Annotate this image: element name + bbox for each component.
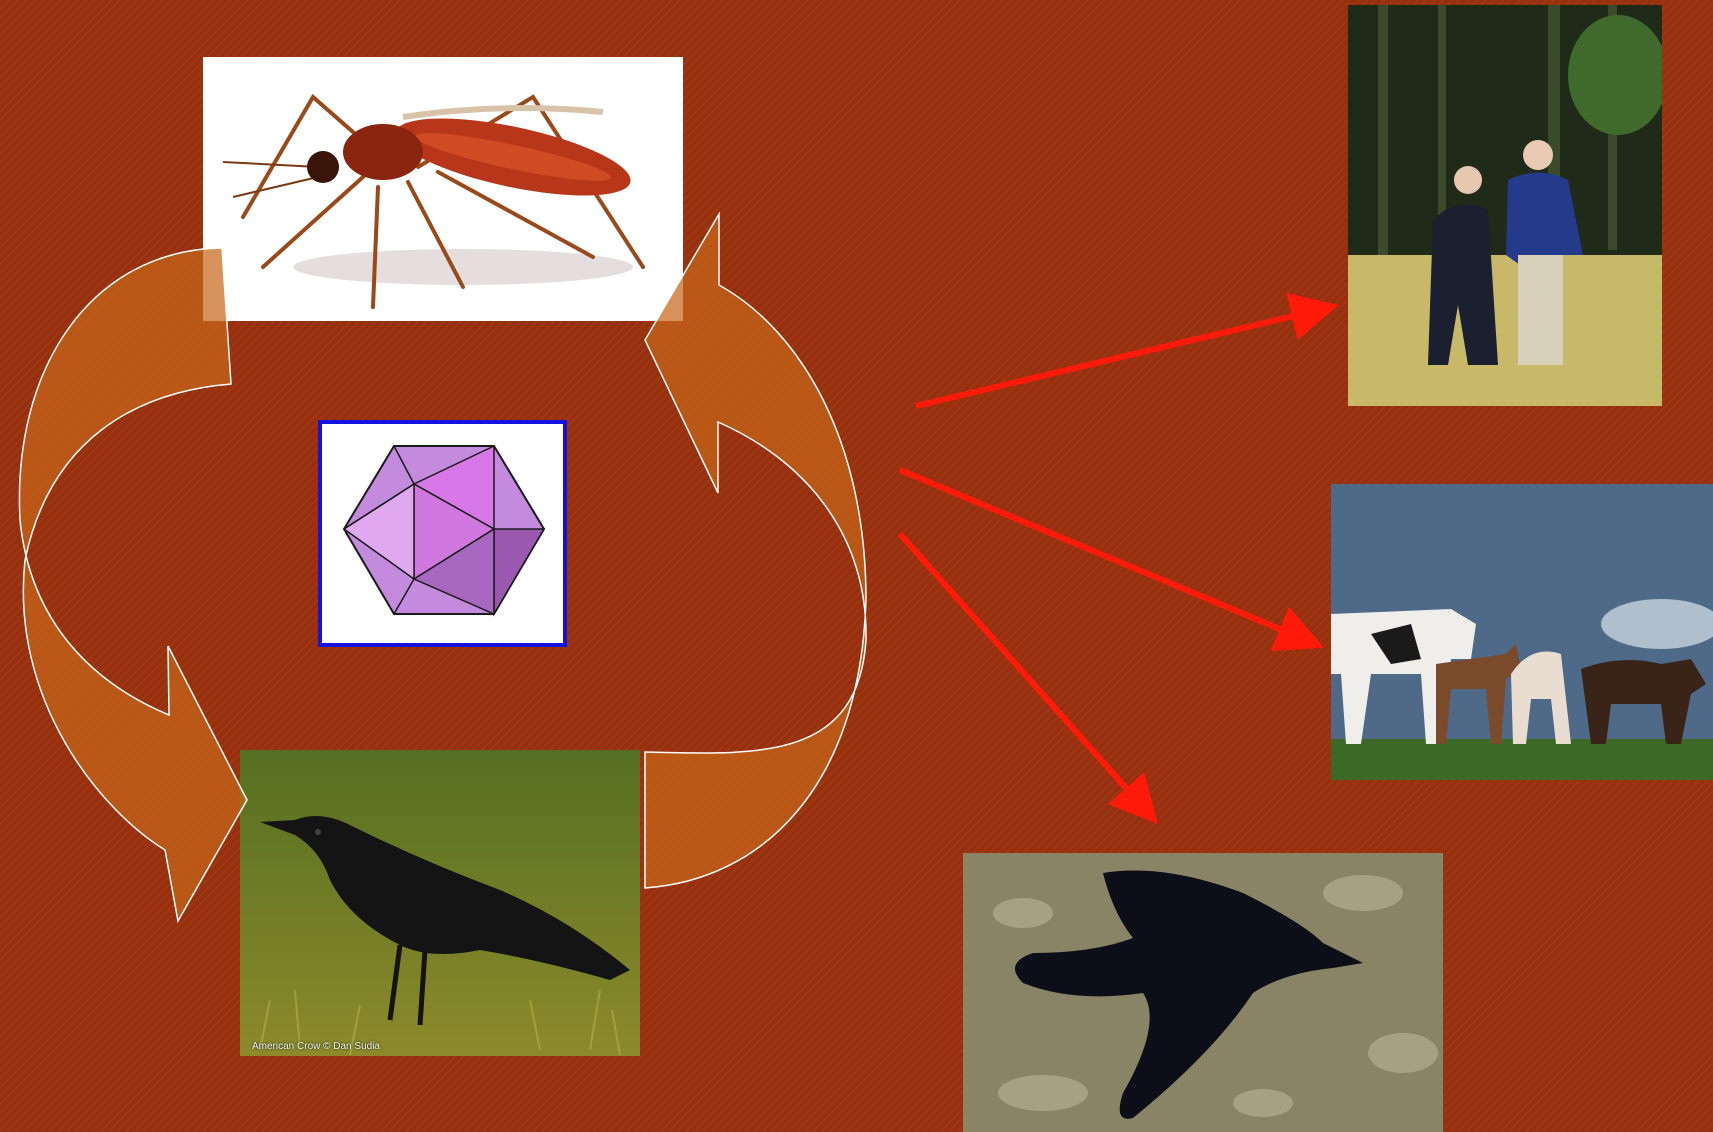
crow-image: American Crow © Dan Sudia <box>240 750 640 1056</box>
arrow-to-people <box>916 308 1327 406</box>
elderly-couple-image <box>1348 5 1662 406</box>
arrow-to-horses <box>900 470 1313 643</box>
dead-crow-image <box>963 853 1443 1132</box>
photo-credit-caption: American Crow © Dan Sudia <box>252 1041 380 1052</box>
arrow-to-dead-birds <box>900 534 1150 815</box>
horses-image <box>1331 484 1713 780</box>
mosquito-image <box>203 57 683 321</box>
cycle-arrow-left <box>19 248 247 921</box>
virus-image <box>318 420 567 647</box>
